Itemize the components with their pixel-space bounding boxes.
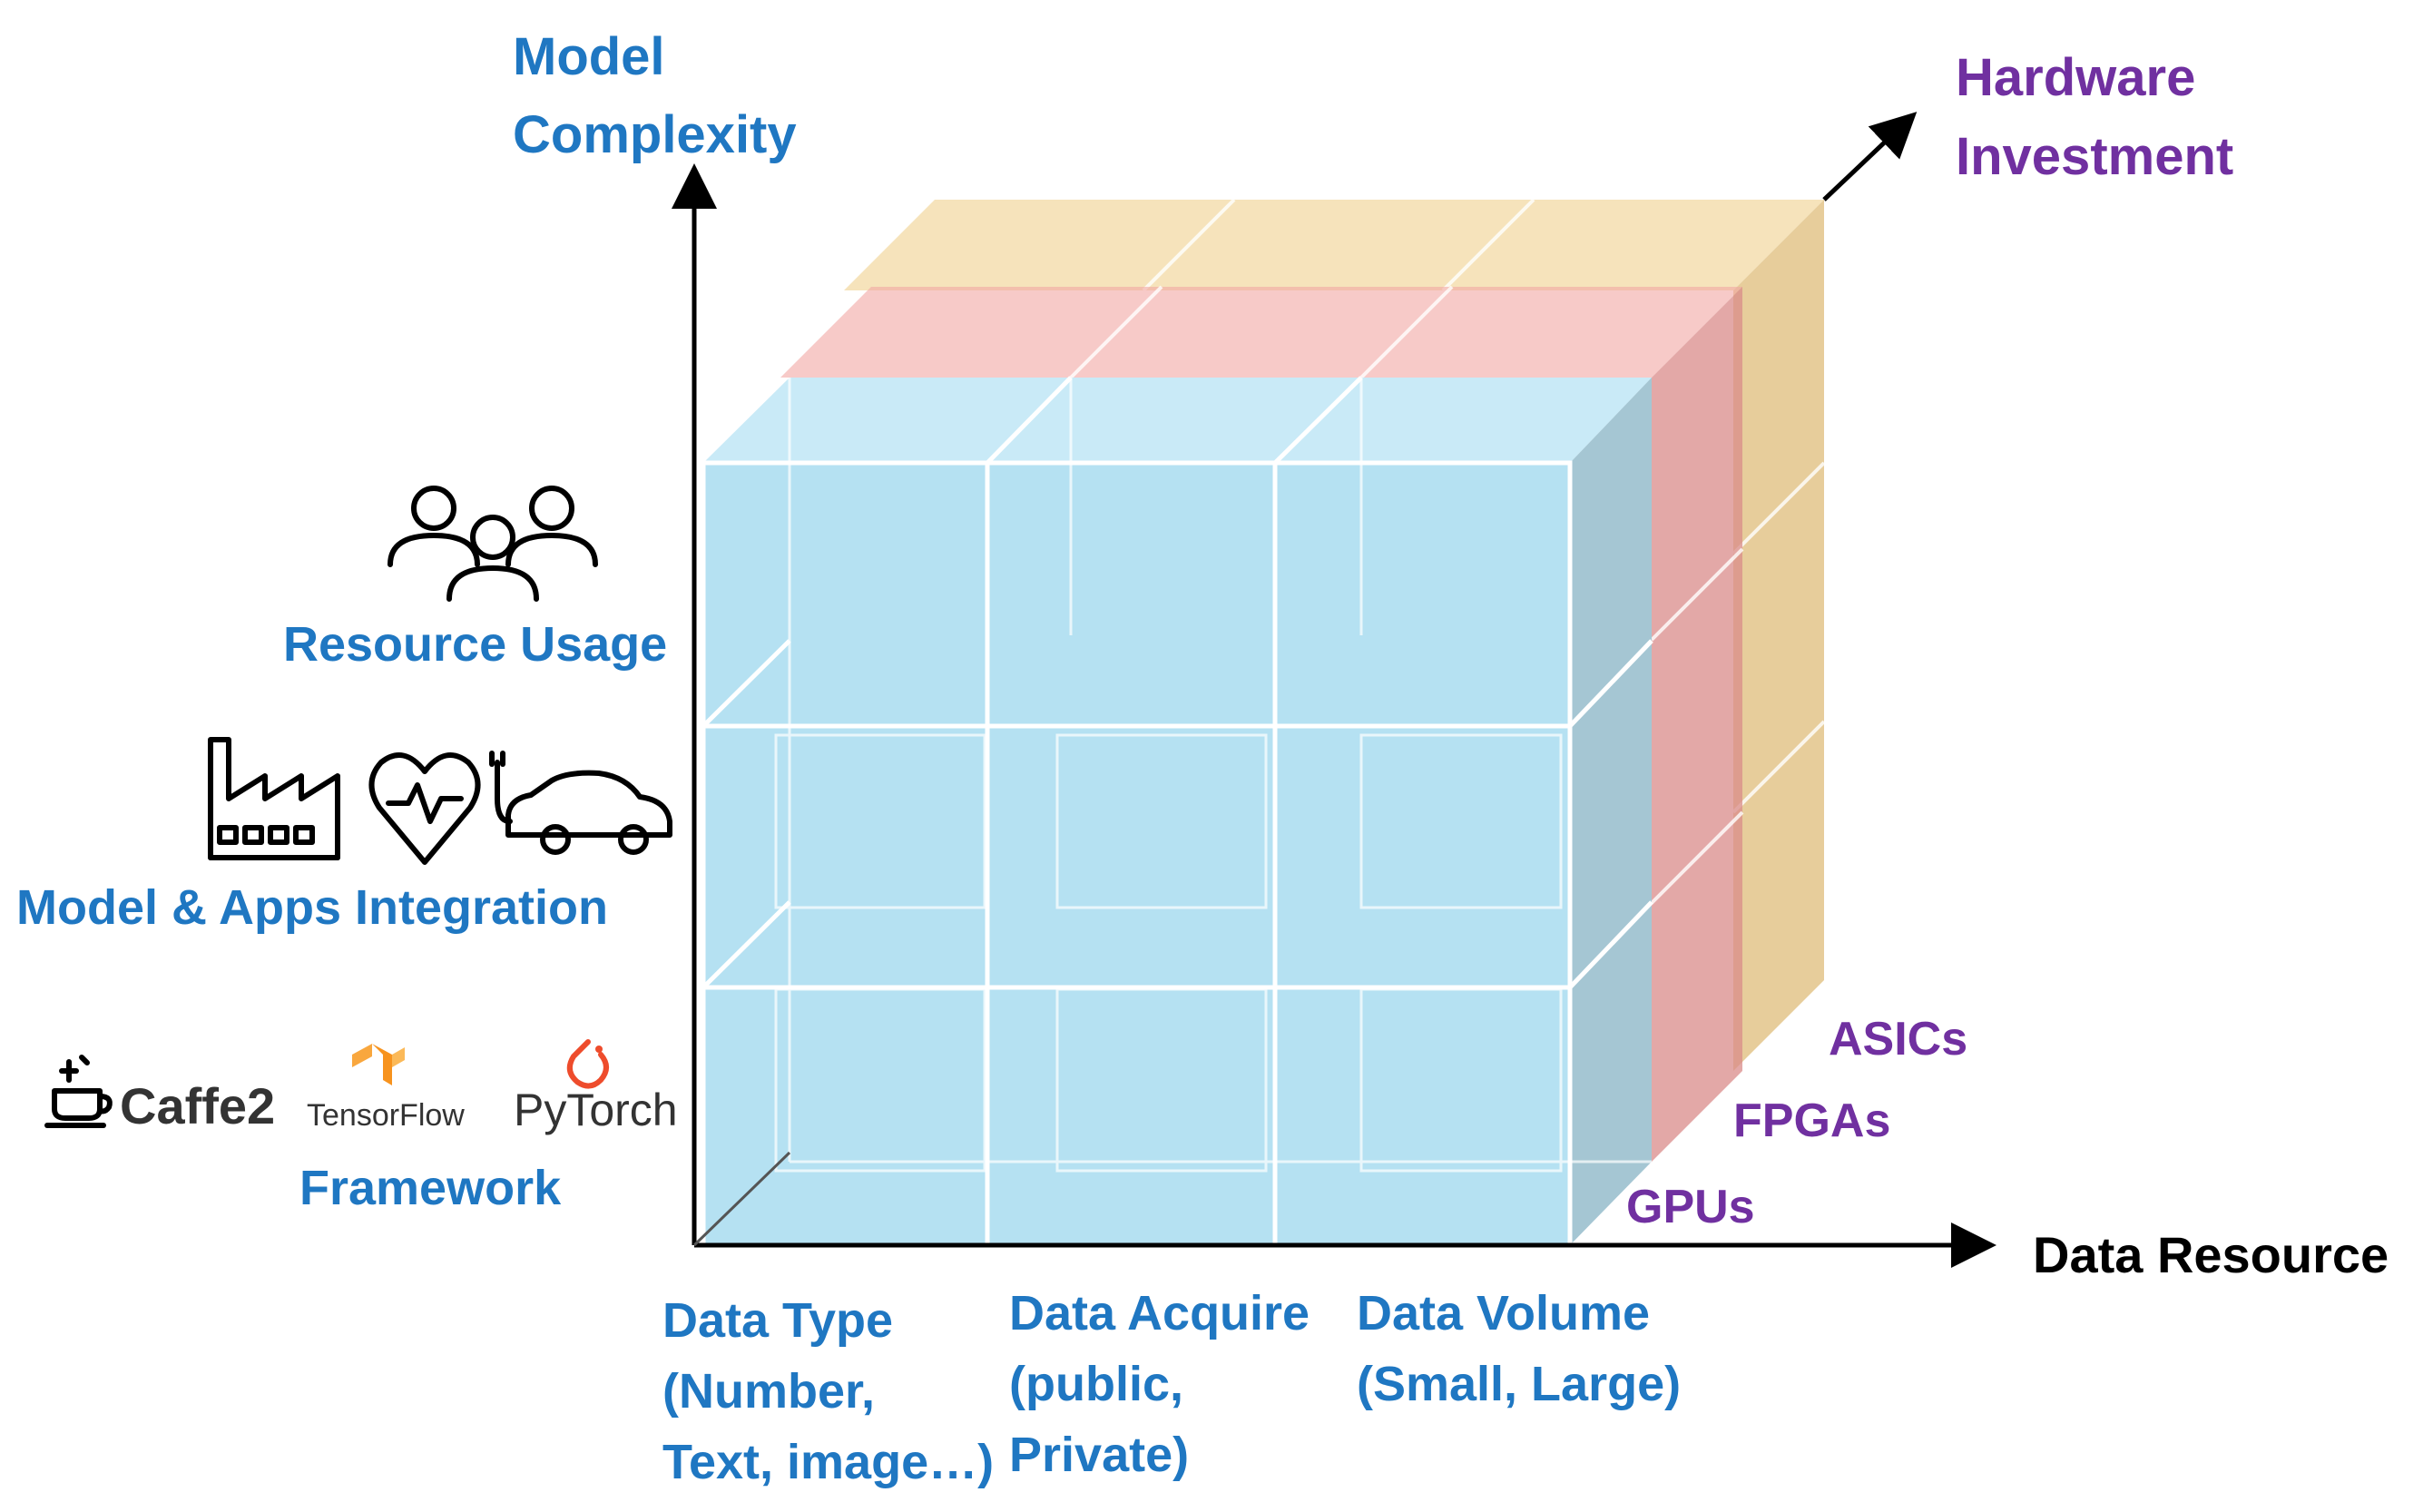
axes — [672, 112, 1996, 1268]
caffe2-text: Caffe2 — [120, 1077, 275, 1134]
caffe2-logo: Caffe2 — [44, 1055, 275, 1134]
depth-axis — [1822, 112, 1918, 201]
fpgas-layer — [780, 285, 1744, 1162]
gpus-label: GPUs — [1626, 1181, 1755, 1233]
resource-usage-label: Resource Usage — [283, 617, 667, 672]
data-acquire-label: Data Acquire (public, Private) — [1009, 1286, 1323, 1482]
pytorch-flame-icon — [566, 1039, 609, 1089]
factory-icon — [208, 737, 340, 860]
gpus-layer — [701, 376, 1653, 1248]
pytorch-logo: PyTorch — [514, 1039, 678, 1135]
model-apps-integration-label: Model & Apps Integration — [16, 880, 608, 935]
pytorch-text: PyTorch — [514, 1085, 678, 1135]
framework-label: Framework — [299, 1161, 562, 1215]
asics-layer — [844, 198, 1826, 1071]
hardware-investment-label: Hardware Investment — [1956, 48, 2233, 186]
data-resource-label: Data Resource — [2033, 1226, 2389, 1283]
fpgas-label: FPGAs — [1733, 1095, 1890, 1147]
data-volume-label: Data Volume (Small, Large) — [1357, 1286, 1681, 1411]
tensorflow-text: TensorFlow — [307, 1098, 465, 1133]
tensorflow-logo: TensorFlow — [307, 1044, 465, 1133]
depth-axis-back — [692, 1151, 791, 1247]
model-complexity-label: Model Complexity — [513, 27, 797, 164]
heartbeat-icon — [368, 752, 481, 865]
electric-car-icon — [489, 751, 672, 855]
caffe2-cup-icon — [44, 1055, 113, 1128]
people-icon — [388, 486, 598, 602]
asics-label: ASICs — [1829, 1013, 1967, 1065]
tensorflow-logo-icon — [352, 1044, 405, 1085]
data-type-label: Data Type (Number, Text, image…) — [662, 1293, 994, 1489]
